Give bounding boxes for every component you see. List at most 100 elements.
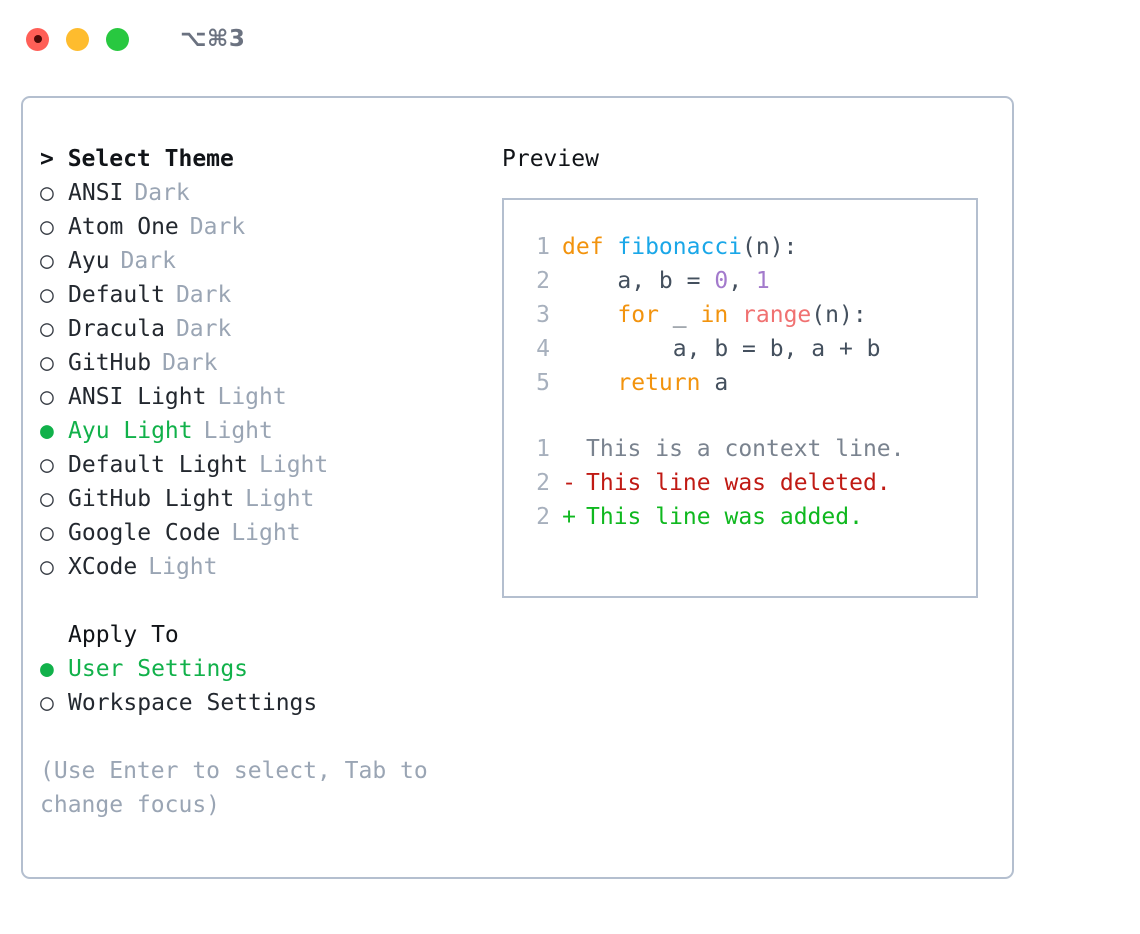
code-line: 1 def fibonacci(n): (524, 230, 976, 264)
code-line-number: 2 (536, 268, 550, 294)
theme-option-label: Atom One (68, 214, 179, 240)
code-line: 2 a, b = 0, 1 (524, 264, 976, 298)
theme-option-label: Dracula (68, 316, 165, 342)
theme-option-4[interactable]: ○ Dracula Dark (40, 312, 480, 346)
radio-unselected-icon[interactable]: ○ (40, 486, 54, 512)
code-line-number: 5 (536, 370, 550, 396)
theme-variant-tag: Dark (175, 282, 232, 308)
traffic-light-minimize-icon[interactable] (66, 27, 89, 51)
theme-option-label: ANSI Light (68, 384, 207, 410)
radio-unselected-icon[interactable]: ○ (40, 452, 54, 478)
select-theme-heading: > Select Theme (40, 146, 234, 172)
theme-option-0[interactable]: ○ ANSI Dark (40, 176, 480, 210)
diff-line-number: 2 (536, 470, 550, 496)
code-token: def (562, 234, 618, 260)
theme-option-8[interactable]: ○ Default Light Light (40, 448, 480, 482)
theme-variant-tag: Dark (134, 180, 190, 206)
diff-line-number: 1 (536, 436, 550, 462)
apply-to-option-label: User Settings (68, 656, 249, 682)
theme-variant-tag: Light (217, 384, 287, 410)
code-token: 0 (714, 268, 729, 294)
theme-option-6[interactable]: ○ ANSI Light Light (40, 380, 480, 414)
diff-line-ctx: 1 This is a context line. (524, 432, 976, 466)
radio-unselected-icon[interactable]: ○ (40, 214, 54, 240)
code-token: (n): (742, 234, 798, 260)
theme-option-7[interactable]: ● Ayu Light Light (40, 414, 480, 448)
radio-unselected-icon[interactable]: ○ (40, 384, 54, 410)
radio-unselected-icon[interactable]: ○ (40, 690, 54, 716)
code-token: 1 (755, 268, 770, 294)
radio-selected-icon[interactable]: ● (40, 656, 54, 682)
theme-option-9[interactable]: ○ GitHub Light Light (40, 482, 480, 516)
code-token: a, b = (562, 268, 715, 294)
code-line-number: 1 (536, 234, 550, 260)
theme-option-label: ANSI (68, 180, 124, 206)
radio-unselected-icon[interactable]: ○ (40, 554, 54, 580)
radio-unselected-icon[interactable]: ○ (40, 350, 54, 376)
radio-unselected-icon[interactable]: ○ (40, 180, 54, 206)
preview-heading: Preview (502, 146, 599, 172)
code-token: range (742, 302, 812, 328)
code-token: in (700, 302, 743, 328)
theme-option-label: Ayu Light (68, 418, 193, 444)
theme-option-5[interactable]: ○ GitHub Dark (40, 346, 480, 380)
keyboard-shortcut-label: ⌥⌘3 (180, 26, 246, 52)
code-token: fibonacci (617, 234, 743, 260)
window-titlebar: ⌥⌘3 (0, 0, 1140, 78)
theme-option-label: Default Light (68, 452, 249, 478)
code-line: 4 a, b = b, a + b (524, 332, 976, 366)
diff-marker-icon: - (562, 470, 576, 496)
diff-marker-icon (562, 432, 576, 466)
apply-to-option-1[interactable]: ○ Workspace Settings (40, 686, 480, 720)
theme-variant-tag: Light (203, 418, 273, 444)
diff-line-text: This line was added. (586, 504, 863, 530)
radio-unselected-icon[interactable]: ○ (40, 248, 54, 274)
theme-option-label: XCode (68, 554, 138, 580)
theme-option-2[interactable]: ○ Ayu Dark (40, 244, 480, 278)
theme-variant-tag: Dark (175, 316, 232, 342)
radio-unselected-icon[interactable]: ○ (40, 282, 54, 308)
apply-to-option-0[interactable]: ● User Settings (40, 652, 480, 686)
apply-to-heading: Apply To (68, 622, 179, 648)
traffic-light-zoom-icon[interactable] (106, 27, 129, 51)
diff-line-add: 2 + This line was added. (524, 500, 976, 534)
theme-variant-tag: Light (245, 486, 315, 512)
keyboard-hint-text: (Use Enter to select, Tab to change focu… (40, 758, 428, 818)
diff-line-number: 2 (536, 504, 550, 530)
theme-option-label: Ayu (68, 248, 110, 274)
code-token: a (714, 370, 729, 396)
radio-unselected-icon[interactable]: ○ (40, 316, 54, 342)
theme-option-label: GitHub (68, 350, 152, 376)
theme-variant-tag: Dark (120, 248, 176, 274)
diff-marker-icon: + (562, 504, 576, 530)
theme-variant-tag: Light (259, 452, 329, 478)
radio-unselected-icon[interactable]: ○ (40, 520, 54, 546)
theme-variant-tag: Dark (162, 350, 218, 376)
theme-option-label: GitHub Light (68, 486, 235, 512)
code-line-number: 4 (536, 336, 550, 362)
code-token: for (562, 302, 673, 328)
code-token: (n): (811, 302, 867, 328)
code-line-number: 3 (536, 302, 550, 328)
diff-line-del: 2-This line was deleted. (524, 466, 976, 500)
apply-to-option-list: ● User Settings ○ Workspace Settings (40, 652, 480, 720)
recording-indicator-icon (33, 35, 42, 43)
code-line: 5 return a (524, 366, 976, 400)
code-token: a, b = b, a + b (562, 336, 881, 362)
code-token: _ (672, 302, 701, 328)
code-line: 3 for _ in range(n): (524, 298, 976, 332)
apply-to-option-label: Workspace Settings (68, 690, 318, 716)
code-token: , (728, 268, 756, 294)
radio-selected-icon[interactable]: ● (40, 418, 54, 444)
traffic-light-buttons (26, 27, 129, 51)
traffic-light-close-icon[interactable] (26, 27, 49, 51)
